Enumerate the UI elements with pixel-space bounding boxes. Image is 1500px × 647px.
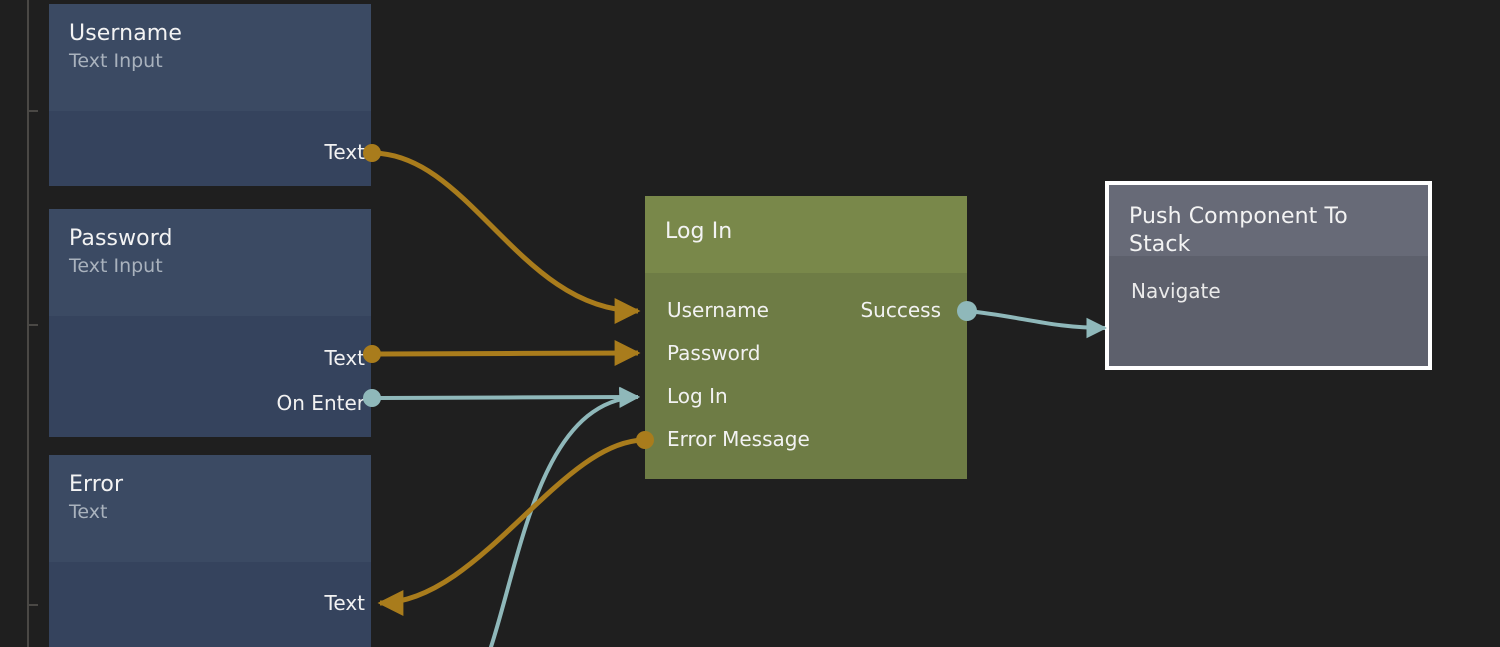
port-label: Log In bbox=[667, 384, 728, 408]
port-label: Username bbox=[667, 298, 769, 322]
wire-offscreen-to-login-trigger bbox=[488, 387, 641, 647]
node-header-error: Error Text bbox=[49, 455, 371, 562]
node-password[interactable]: Password Text Input Text On Enter bbox=[49, 209, 371, 437]
node-title: Error bbox=[69, 472, 124, 497]
ruler-tick-3 bbox=[27, 604, 38, 606]
port-password-text-out[interactable]: Text bbox=[325, 345, 371, 371]
port-login-password-in[interactable]: Password bbox=[645, 340, 760, 366]
port-error-text-in[interactable]: Text bbox=[325, 590, 371, 616]
node-header-login: Log In bbox=[645, 196, 967, 273]
port-label: Navigate bbox=[1131, 279, 1221, 303]
wire-login-success-to-push-navigate bbox=[966, 309, 1108, 339]
wire-username-text-to-login-username bbox=[371, 150, 641, 324]
ruler-tick-1 bbox=[27, 110, 38, 112]
ruler-guide-line bbox=[27, 0, 29, 647]
port-label: Text bbox=[324, 140, 365, 164]
port-password-onenter-out[interactable]: On Enter bbox=[277, 390, 371, 416]
port-login-trigger-in[interactable]: Log In bbox=[645, 383, 728, 409]
node-subtitle: Text bbox=[69, 500, 108, 523]
node-title: Password bbox=[69, 226, 173, 251]
node-login[interactable]: Log In Username Password Log In Error Me… bbox=[645, 196, 967, 479]
node-title: Log In bbox=[665, 219, 733, 244]
port-label: Text bbox=[324, 346, 365, 370]
node-error[interactable]: Error Text Text bbox=[49, 455, 371, 647]
port-login-errormessage-out[interactable]: Error Message bbox=[645, 426, 810, 452]
node-body-username: Text bbox=[49, 111, 371, 186]
port-label: Success bbox=[860, 298, 941, 322]
node-subtitle: Text Input bbox=[69, 49, 163, 72]
port-label: On Enter bbox=[276, 391, 365, 415]
ruler-tick-2 bbox=[27, 324, 38, 326]
port-label: Error Message bbox=[667, 427, 810, 451]
wire-login-errormessage-to-error-text bbox=[377, 437, 646, 616]
wire-password-onenter-to-login-trigger bbox=[371, 386, 641, 408]
node-header-password: Password Text Input bbox=[49, 209, 371, 316]
node-title: Username bbox=[69, 21, 182, 46]
node-push-component-to-stack[interactable]: Push Component To Stack Navigate bbox=[1105, 181, 1432, 370]
node-title: Push Component To Stack bbox=[1129, 204, 1348, 257]
port-login-username-in[interactable]: Username bbox=[645, 297, 769, 323]
node-body-password: Text On Enter bbox=[49, 316, 371, 437]
node-username[interactable]: Username Text Input Text bbox=[49, 4, 371, 186]
node-subtitle: Text Input bbox=[69, 254, 163, 277]
port-login-success-out[interactable]: Success bbox=[860, 297, 967, 323]
port-label: Password bbox=[667, 341, 761, 365]
node-body-push-component: Navigate bbox=[1109, 256, 1428, 366]
port-push-navigate-in[interactable]: Navigate bbox=[1109, 278, 1221, 304]
wire-password-text-to-login-password bbox=[371, 340, 641, 367]
port-username-text-out[interactable]: Text bbox=[325, 139, 371, 165]
node-body-error: Text bbox=[49, 562, 371, 647]
node-header-push-component: Push Component To Stack bbox=[1109, 185, 1428, 257]
node-header-username: Username Text Input bbox=[49, 4, 371, 111]
port-label: Text bbox=[324, 591, 365, 615]
node-body-login: Username Password Log In Error Message S… bbox=[645, 273, 967, 479]
